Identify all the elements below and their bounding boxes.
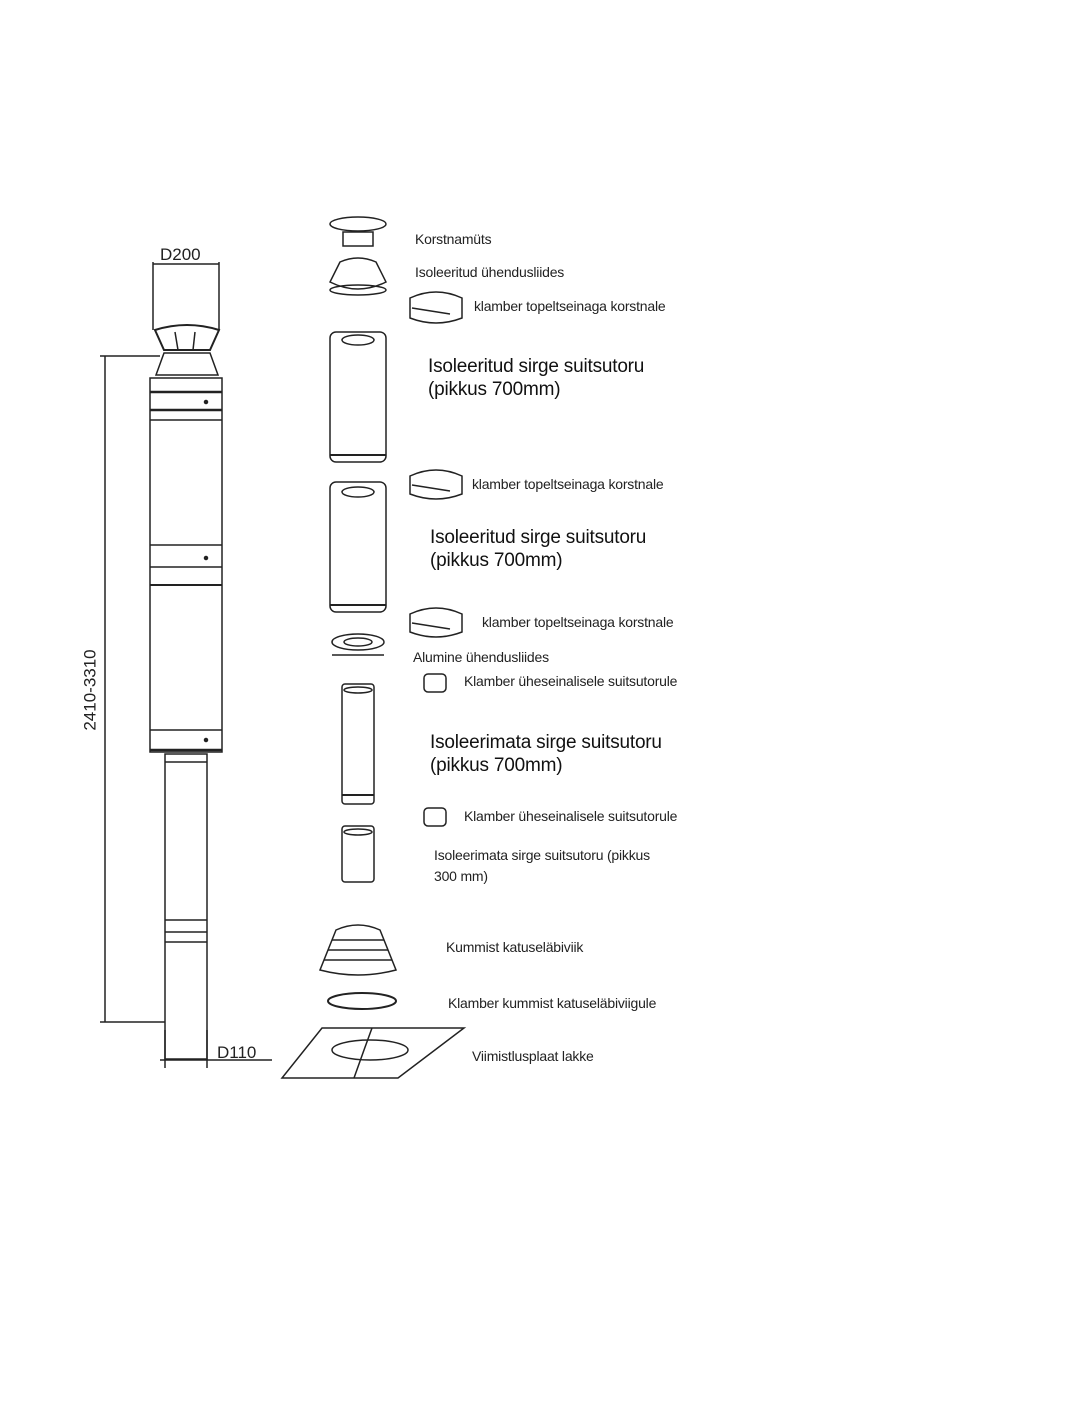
exploded-components — [280, 216, 467, 1079]
component-label: Isoleerimata sirge suitsutoru (pikkus 300… — [434, 845, 650, 887]
label-line: Isoleeritud sirge suitsutoru — [428, 356, 645, 377]
component-label: Korstnamüts — [415, 231, 492, 247]
top-diameter-label: D200 — [160, 245, 201, 264]
bottom-diameter-label: D110 — [217, 1043, 257, 1062]
component-label: Isoleeritud ühendusliides — [415, 264, 565, 280]
component-label: klamber topeltseinaga korstnale — [482, 614, 674, 630]
label-line: Isoleerimata sirge suitsutoru (pikkus — [434, 847, 650, 863]
component-label: Alumine ühendusliides — [413, 649, 549, 665]
label-line: Isoleerimata sirge suitsutoru — [430, 732, 662, 753]
label-line: Isoleeritud sirge suitsutoru — [430, 527, 647, 548]
component-label: klamber topeltseinaga korstnale — [474, 298, 666, 314]
component-label: Kummist katuseläbiviik — [446, 939, 584, 955]
label-line: (pikkus 700mm) — [428, 379, 561, 400]
label-line: (pikkus 700mm) — [430, 550, 563, 571]
component-label: Klamber üheseinalisele suitsutorule — [464, 673, 678, 689]
component-label: Isoleeritud sirge suitsutoru(pikkus 700m… — [430, 526, 646, 572]
component-label: Klamber üheseinalisele suitsutorule — [464, 808, 678, 824]
label-line: (pikkus 700mm) — [430, 755, 563, 776]
component-label: Viimistlusplaat lakke — [472, 1048, 594, 1064]
height-range-label: 2410-3310 — [80, 649, 100, 731]
component-label: Klamber kummist katuseläbiviigule — [448, 995, 657, 1011]
component-label: Isoleeritud sirge suitsutoru(pikkus 700m… — [428, 355, 644, 401]
label-line: 300 mm) — [434, 868, 488, 884]
assembled-chimney — [100, 262, 272, 1068]
component-label: klamber topeltseinaga korstnale — [472, 476, 664, 492]
component-label: Isoleerimata sirge suitsutoru(pikkus 700… — [430, 731, 662, 777]
